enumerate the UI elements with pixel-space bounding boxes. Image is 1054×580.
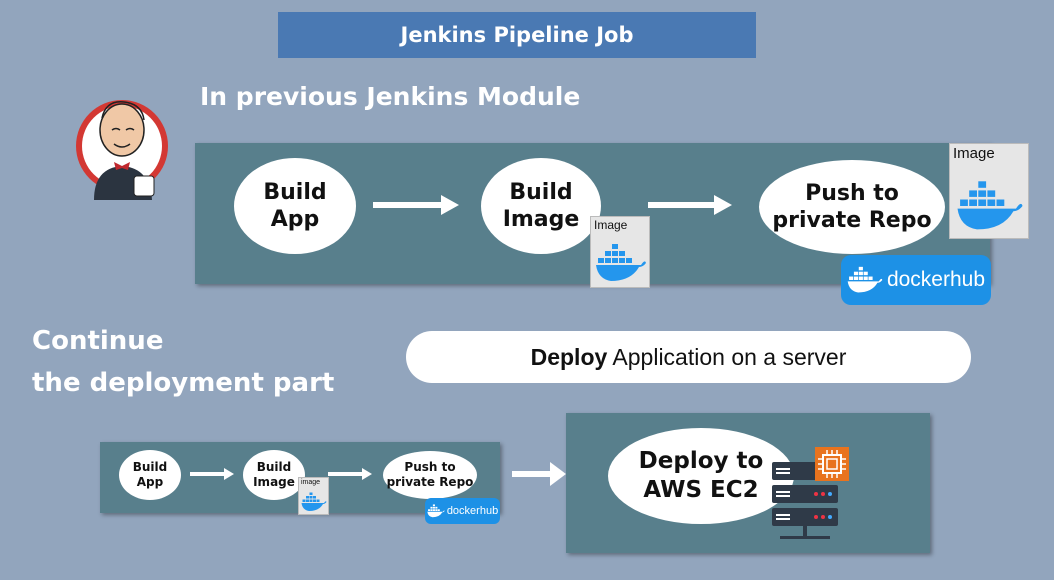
- mini-step-line1: Build: [256, 460, 292, 474]
- mini-step-line1: Push to: [404, 460, 456, 474]
- top-section-heading: In previous Jenkins Module: [200, 82, 581, 111]
- step-label-line2: App: [270, 207, 320, 232]
- mini-dockerhub-label: dockerhub: [446, 505, 499, 517]
- mini-step-line1: Build: [132, 460, 168, 474]
- docker-whale-icon: [301, 492, 327, 512]
- dockerhub-badge: dockerhub: [841, 255, 991, 305]
- jenkins-logo-icon: [74, 88, 174, 204]
- mini-image-label: image: [301, 479, 321, 486]
- image-badge-label: Image: [594, 218, 628, 232]
- mini-step-line2: App: [136, 475, 164, 489]
- docker-whale-icon: [595, 243, 647, 283]
- arrow-right-icon: [373, 194, 459, 216]
- image-badge: Image: [590, 216, 650, 288]
- step-label-line1: Push to: [805, 180, 899, 206]
- arrow-right-icon: [512, 462, 566, 486]
- image-badge: Image: [949, 143, 1029, 239]
- arrow-right-icon: [190, 468, 234, 480]
- deploy-target-line1: Deploy to: [638, 448, 764, 475]
- step-label-line1: Build: [509, 179, 573, 205]
- step-label-line2: Image: [502, 207, 580, 232]
- step-label-line2: private Repo: [772, 208, 932, 233]
- docker-whale-icon: [427, 504, 445, 518]
- mini-dockerhub-badge: dockerhub: [425, 498, 500, 524]
- bottom-heading-line2: the deployment part: [32, 368, 335, 398]
- arrow-right-icon: [328, 468, 372, 480]
- mini-image-badge: image: [298, 477, 329, 515]
- mini-step-line2: Image: [253, 475, 295, 489]
- deploy-pill-rest: Application on a server: [607, 343, 847, 370]
- dockerhub-label: dockerhub: [886, 268, 986, 291]
- docker-whale-icon: [956, 180, 1024, 232]
- bottom-heading-line1: Continue: [32, 326, 164, 356]
- bottom-section-heading: Continue the deployment part: [32, 320, 334, 404]
- banner-title: Jenkins Pipeline Job: [278, 12, 756, 58]
- deploy-target-line2: AWS EC2: [643, 477, 759, 503]
- image-badge-label: Image: [953, 145, 995, 162]
- ec2-chip-icon: [815, 447, 849, 481]
- deploy-pill-bold: Deploy: [530, 343, 608, 370]
- mini-step-line2: private Repo: [386, 475, 474, 489]
- docker-whale-icon: [847, 266, 883, 294]
- step-label-line1: Build: [263, 179, 327, 205]
- arrow-right-icon: [648, 194, 732, 216]
- deploy-description-pill: Deploy Application on a server: [406, 331, 971, 383]
